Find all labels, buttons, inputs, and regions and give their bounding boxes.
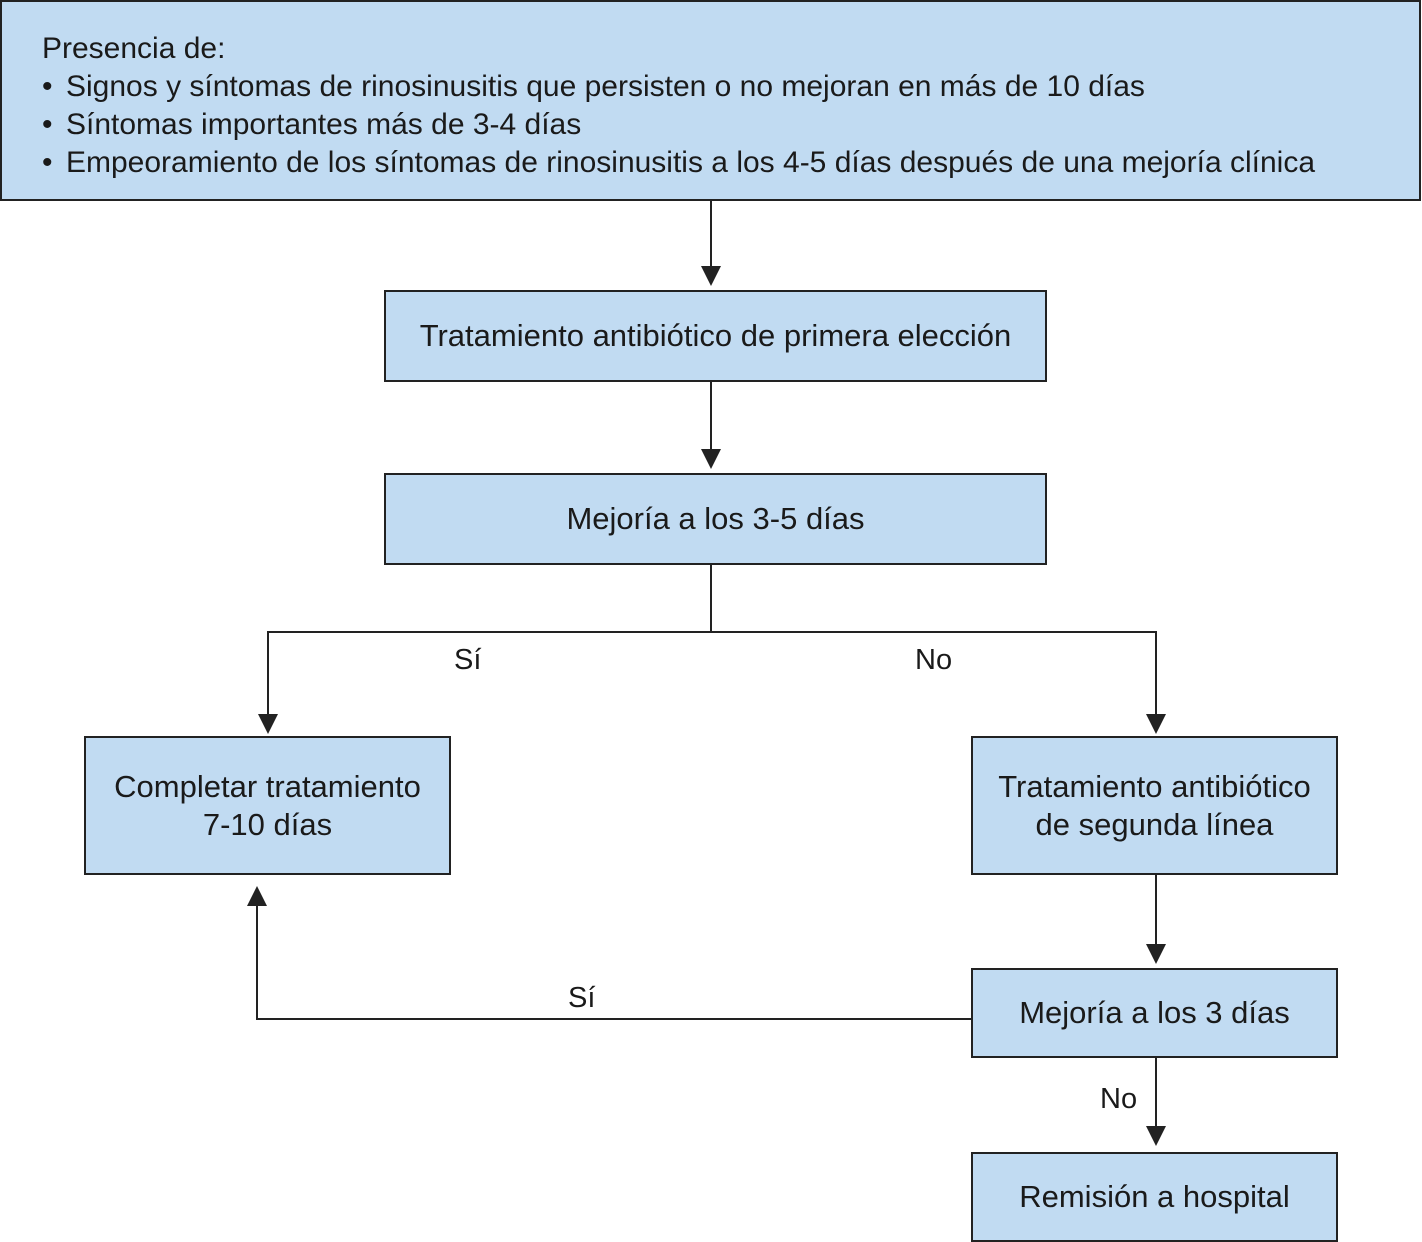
complete-treatment-label-line1: Completar tratamiento	[114, 768, 421, 804]
first-line-treatment-box: Tratamiento antibiótico de primera elecc…	[384, 290, 1047, 382]
edge-label-no: No	[915, 644, 953, 676]
criteria-item-text: Síntomas importantes más de 3-4 días	[66, 108, 582, 141]
arrowhead-icon	[1146, 714, 1166, 734]
edge-label-no: No	[1100, 1083, 1138, 1115]
complete-treatment-box: Completar tratamiento 7-10 días	[84, 736, 451, 875]
criteria-item: • Síntomas importantes más de 3-4 días	[42, 106, 1419, 144]
second-line-treatment-label-line2: de segunda línea	[1035, 806, 1274, 842]
bullet-icon: •	[42, 70, 53, 103]
edge-label-yes: Sí	[568, 982, 596, 1014]
improvement-3-days-box: Mejoría a los 3 días	[971, 968, 1338, 1058]
criteria-list: • Signos y síntomas de rinosinusitis que …	[42, 68, 1419, 182]
bullet-icon: •	[42, 146, 53, 179]
hospital-referral-box: Remisión a hospital	[971, 1152, 1338, 1242]
improvement-3-days-label: Mejoría a los 3 días	[1019, 995, 1290, 1030]
hospital-referral-label: Remisión a hospital	[1019, 1179, 1290, 1214]
bullet-icon: •	[42, 108, 53, 141]
criteria-item: • Signos y síntomas de rinosinusitis que …	[42, 68, 1419, 106]
improvement-3-5-days-label: Mejoría a los 3-5 días	[566, 501, 865, 536]
second-line-treatment-label-line1: Tratamiento antibiótico	[998, 768, 1311, 804]
criteria-box: Presencia de: • Signos y síntomas de rino…	[0, 0, 1421, 201]
second-line-treatment-box: Tratamiento antibiótico de segunda línea	[971, 736, 1338, 875]
return-connector-yes	[256, 906, 972, 1020]
criteria-item-text: Empeoramiento de los síntomas de rinosin…	[66, 146, 1315, 179]
arrowhead-icon	[1146, 1126, 1166, 1146]
arrowhead-icon	[701, 266, 721, 286]
criteria-heading: Presencia de:	[42, 32, 226, 65]
arrowhead-icon	[247, 886, 267, 906]
branch-connector	[267, 564, 712, 714]
arrowhead-icon	[1146, 944, 1166, 964]
criteria-item-text: Signos y síntomas de rinosinusitis que p…	[66, 70, 1145, 103]
criteria-item: • Empeoramiento de los síntomas de rinosi…	[42, 144, 1419, 182]
arrowhead-icon	[701, 449, 721, 469]
first-line-treatment-label: Tratamiento antibiótico de primera elecc…	[419, 318, 1012, 353]
improvement-3-5-days-box: Mejoría a los 3-5 días	[384, 473, 1047, 565]
complete-treatment-label-line2: 7-10 días	[202, 806, 333, 842]
arrowhead-icon	[258, 714, 278, 734]
branch-connector-no	[711, 631, 1157, 714]
edge-label-yes: Sí	[454, 644, 482, 676]
